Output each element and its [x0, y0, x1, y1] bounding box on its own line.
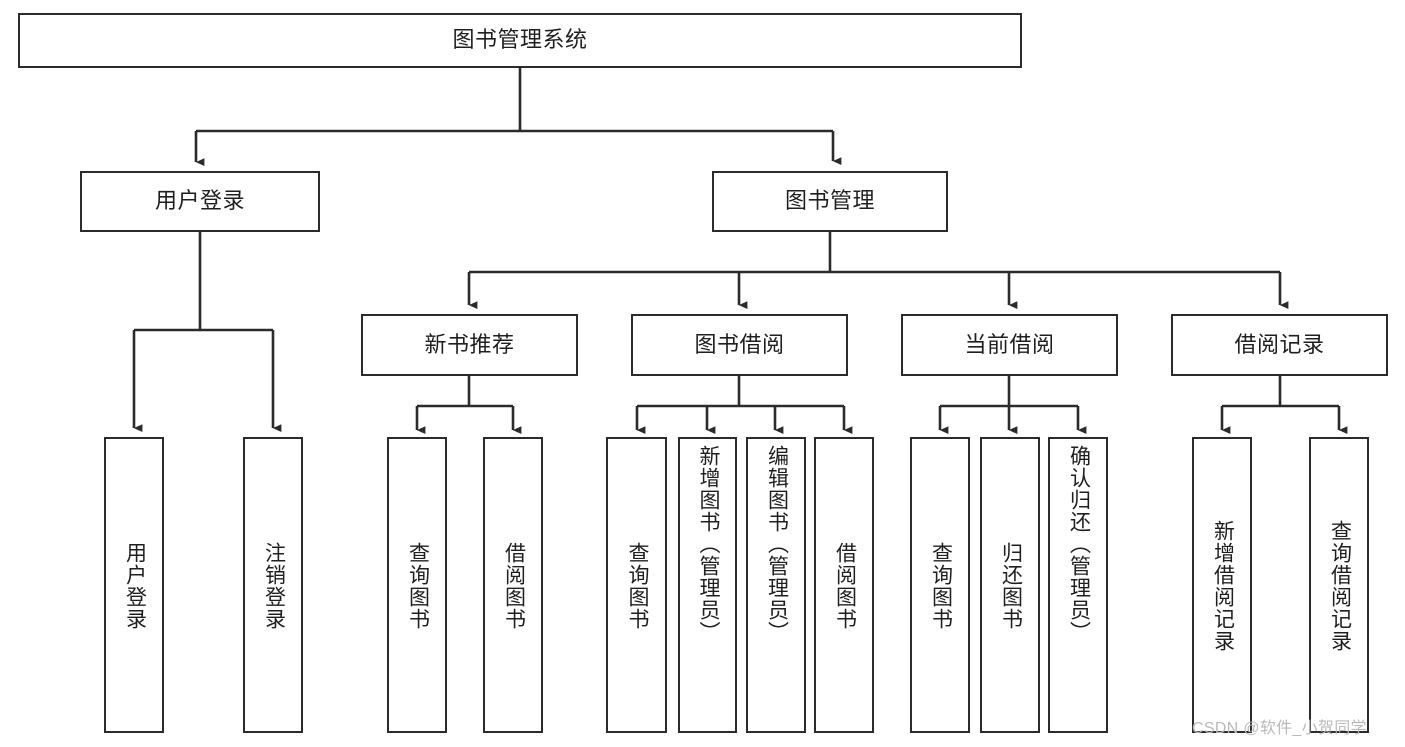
node-book-management-label: 图书管理: [784, 188, 875, 214]
node-leaf-borrow-book-recommend[interactable]: 借阅图书: [483, 437, 543, 733]
node-book-borrow[interactable]: 图书借阅: [631, 314, 848, 376]
node-leaf-logout-label: 注销登录: [262, 542, 286, 630]
node-leaf-borrow-book-label: 借阅图书: [833, 542, 857, 630]
node-leaf-query-book-current-label: 查询图书: [929, 542, 953, 630]
node-leaf-query-book-borrow-label: 查询图书: [625, 542, 649, 630]
node-user-login-label: 用户登录: [154, 188, 245, 214]
node-leaf-user-login-label: 用户登录: [123, 542, 147, 630]
node-leaf-query-book-borrow[interactable]: 查询图书: [606, 437, 667, 733]
node-current-borrow-label: 当前借阅: [964, 331, 1055, 357]
node-leaf-query-borrow-record[interactable]: 查询借阅记录: [1309, 437, 1369, 733]
node-leaf-add-book-admin-label: 新增图书（管理员）: [696, 445, 720, 643]
node-leaf-edit-book-admin-label: 编辑图书（管理员）: [765, 445, 789, 643]
node-leaf-logout[interactable]: 注销登录: [243, 437, 303, 733]
node-book-management[interactable]: 图书管理: [712, 171, 948, 232]
node-root-book-management-system[interactable]: 图书管理系统: [18, 13, 1022, 68]
node-current-borrow[interactable]: 当前借阅: [901, 314, 1118, 376]
node-user-login[interactable]: 用户登录: [80, 171, 320, 232]
node-leaf-query-book-current[interactable]: 查询图书: [910, 437, 970, 733]
node-leaf-query-book-recommend-label: 查询图书: [406, 542, 430, 630]
node-leaf-confirm-return-admin-label: 确认归还（管理员）: [1067, 445, 1091, 643]
node-leaf-borrow-book-recommend-label: 借阅图书: [502, 542, 526, 630]
node-leaf-edit-book-admin[interactable]: 编辑图书（管理员）: [746, 437, 806, 733]
node-leaf-return-book[interactable]: 归还图书: [980, 437, 1040, 733]
node-leaf-add-book-admin[interactable]: 新增图书（管理员）: [678, 437, 737, 733]
node-leaf-query-book-recommend[interactable]: 查询图书: [387, 437, 447, 733]
node-leaf-return-book-label: 归还图书: [999, 542, 1023, 630]
node-root-label: 图书管理系统: [452, 27, 588, 53]
node-new-book-recommend-label: 新书推荐: [424, 331, 515, 357]
node-leaf-query-borrow-record-label: 查询借阅记录: [1328, 520, 1352, 652]
node-leaf-user-login[interactable]: 用户登录: [104, 437, 164, 733]
node-leaf-borrow-book[interactable]: 借阅图书: [814, 437, 874, 733]
node-leaf-add-borrow-record[interactable]: 新增借阅记录: [1192, 437, 1252, 733]
node-leaf-confirm-return-admin[interactable]: 确认归还（管理员）: [1048, 437, 1108, 733]
node-leaf-add-borrow-record-label: 新增借阅记录: [1211, 520, 1235, 652]
node-borrow-record[interactable]: 借阅记录: [1171, 314, 1388, 376]
node-borrow-record-label: 借阅记录: [1234, 331, 1325, 357]
node-book-borrow-label: 图书借阅: [694, 331, 785, 357]
node-new-book-recommend[interactable]: 新书推荐: [361, 314, 578, 376]
